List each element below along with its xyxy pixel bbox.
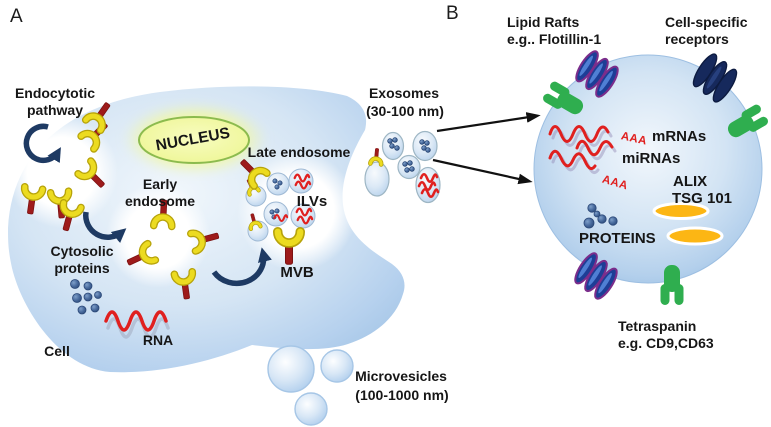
- polya-tail-top: AAA: [620, 130, 648, 147]
- cytosolic-proteins-label-1: Cytosolic: [50, 243, 113, 259]
- mrnas-label: mRNAs: [652, 128, 706, 145]
- alix-label: ALIX: [673, 173, 707, 190]
- early-endosome-label-1: Early: [143, 176, 177, 192]
- to-early-endosome-arrow: [83, 211, 127, 244]
- endocytotic-pathway-label-2: pathway: [27, 102, 83, 118]
- cell-specific-receptors-label-2: receptors: [665, 31, 729, 47]
- exosomes-label-2: (30-100 nm): [366, 103, 444, 119]
- endocytosis-arrow: [23, 123, 61, 164]
- lower-link-arrow: [432, 158, 533, 185]
- tsg101-label: TSG 101: [672, 190, 732, 207]
- ilv-protein-dots: [269, 178, 283, 220]
- mirnas-label: miRNAs: [622, 150, 680, 167]
- late-endosome-label: Late endosome: [248, 144, 351, 160]
- microvesicles: [267, 345, 354, 426]
- labels: A B Endocytotic pathway NUCLEUS Early en…: [10, 3, 748, 403]
- early-endosome-label-2: endosome: [125, 193, 195, 209]
- ilv-vesicles: [244, 168, 316, 242]
- microvesicles-label-1: Microvesicles: [355, 368, 447, 384]
- exosomes-label-1: Exosomes: [369, 85, 439, 101]
- panel-b: [533, 47, 770, 305]
- rna-label: RNA: [143, 332, 173, 348]
- lipid-rafts-label-1: Lipid Rafts: [507, 14, 580, 30]
- exosome-cluster: [364, 130, 441, 204]
- exosome-protein-dots: [387, 137, 431, 173]
- cell-label: Cell: [44, 343, 70, 359]
- rna-squiggles-b: [548, 125, 617, 175]
- ilvs-label: ILVs: [297, 193, 328, 210]
- to-mvb-arrow: [211, 247, 272, 287]
- cytosolic-proteins-label-2: proteins: [54, 260, 109, 276]
- exosome-protein-dots-b: [583, 203, 618, 229]
- panel-a: [6, 80, 567, 426]
- endocytotic-pathway-label-1: Endocytotic: [15, 85, 95, 101]
- exosome-release-opening: [357, 80, 567, 264]
- panel-a-letter: A: [10, 6, 23, 27]
- proteins-label: PROTEINS: [579, 230, 656, 247]
- process-arrows: [23, 123, 272, 287]
- cytosolic-protein-dots: [70, 279, 102, 315]
- microvesicles-label-2: (100-1000 nm): [355, 387, 448, 403]
- lipid-rafts-label-2: e.g.. Flotillin-1: [507, 31, 601, 47]
- panel-b-letter: B: [446, 3, 459, 24]
- alix-tsg-ovals: [652, 202, 724, 246]
- mvb-label: MVB: [280, 264, 314, 281]
- tetraspanin-label-2: e.g. CD9,CD63: [618, 335, 714, 351]
- upper-link-arrow: [436, 112, 541, 133]
- nucleus: [123, 103, 267, 175]
- tetraspanin-label-1: Tetraspanin: [618, 318, 696, 334]
- rna-squiggle: [104, 310, 170, 339]
- cell-specific-receptors-label-1: Cell-specific: [665, 14, 748, 30]
- panel-link-arrows: [432, 112, 541, 185]
